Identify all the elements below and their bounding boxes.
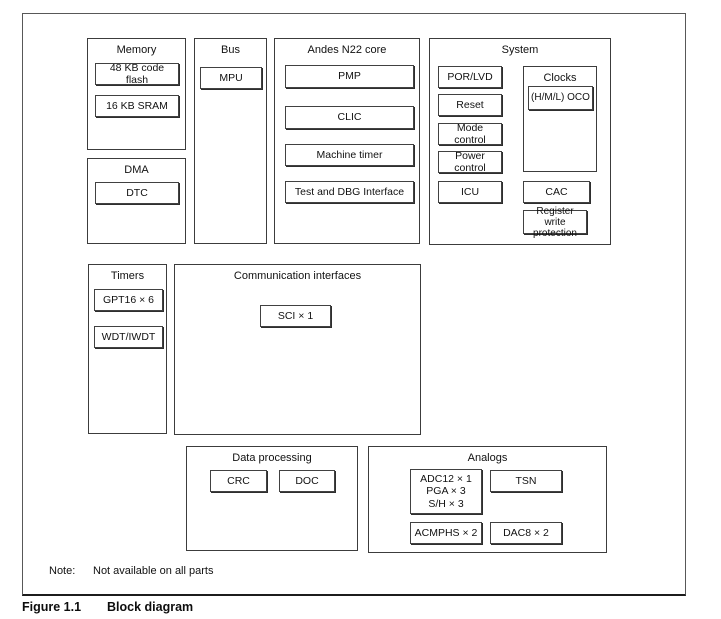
group-dma: DMA DTC — [87, 158, 186, 244]
block-sci: SCI × 1 — [260, 305, 331, 327]
block-reset: Reset — [438, 94, 502, 116]
figure-caption: Figure 1.1 Block diagram — [22, 600, 193, 614]
figure-caption-number: Figure 1.1 — [22, 600, 82, 614]
group-title-analogs: Analogs — [467, 452, 508, 464]
block-gpt16: GPT16 × 6 — [94, 289, 163, 311]
note-text: Not available on all parts — [93, 565, 214, 577]
block-por-lvd: POR/LVD — [438, 66, 502, 88]
block-register-write-protection: Register write protection — [523, 206, 587, 239]
block-cac: CAC — [523, 181, 590, 203]
group-title-dma: DMA — [124, 164, 149, 176]
block-power-control: Power control — [438, 150, 502, 174]
figure-caption-title: Block diagram — [107, 600, 194, 614]
group-data-processing: Data processing CRC DOC — [186, 446, 358, 551]
block-icu: ICU — [438, 181, 502, 203]
block-machine-timer: Machine timer — [285, 144, 414, 166]
block-mode-control: Mode control — [438, 122, 502, 146]
block-acmphs: ACMPHS × 2 — [410, 522, 482, 544]
group-analogs: Analogs ADC12 × 1 PGA × 3 S/H × 3 TSN AC… — [368, 446, 607, 553]
group-timers: Timers GPT16 × 6 WDT/IWDT — [88, 264, 167, 434]
group-title-bus: Bus — [221, 44, 240, 56]
group-title-timers: Timers — [110, 270, 145, 282]
group-system: System POR/LVD Reset Mode control Power … — [429, 38, 611, 245]
block-pmp: PMP — [285, 65, 414, 88]
block-wdt-iwdt: WDT/IWDT — [94, 326, 163, 348]
block-sram: 16 KB SRAM — [95, 95, 179, 117]
block-hml-oco: (H/M/L) OCO — [528, 86, 593, 110]
block-test-dbg-interface: Test and DBG Interface — [285, 181, 414, 203]
group-title-system: System — [501, 44, 539, 56]
block-dtc: DTC — [95, 182, 179, 204]
group-title-clocks: Clocks — [543, 72, 577, 84]
group-andes-n22-core: Andes N22 core PMP CLIC Machine timer Te… — [274, 38, 420, 244]
block-code-flash: 48 KB code flash — [95, 62, 179, 86]
subgroup-clocks: Clocks (H/M/L) OCO — [523, 66, 597, 172]
figure-frame: Memory 48 KB code flash 16 KB SRAM DMA D… — [22, 13, 686, 596]
block-clic: CLIC — [285, 106, 414, 129]
group-title-core: Andes N22 core — [307, 44, 387, 56]
group-title-comm: Communication interfaces — [233, 270, 362, 282]
block-crc: CRC — [210, 470, 267, 492]
block-mpu: MPU — [200, 67, 262, 89]
group-title-data-processing: Data processing — [232, 452, 312, 464]
group-communication-interfaces: Communication interfaces SCI × 1 — [174, 264, 421, 435]
block-adc-pga-sh: ADC12 × 1 PGA × 3 S/H × 3 — [410, 469, 482, 514]
block-tsn: TSN — [490, 470, 562, 492]
group-bus: Bus MPU — [194, 38, 267, 244]
block-dac8: DAC8 × 2 — [490, 522, 562, 544]
block-doc: DOC — [279, 470, 335, 492]
group-memory: Memory 48 KB code flash 16 KB SRAM — [87, 38, 186, 150]
note-label: Note: — [49, 565, 76, 577]
group-title-memory: Memory — [116, 44, 157, 56]
